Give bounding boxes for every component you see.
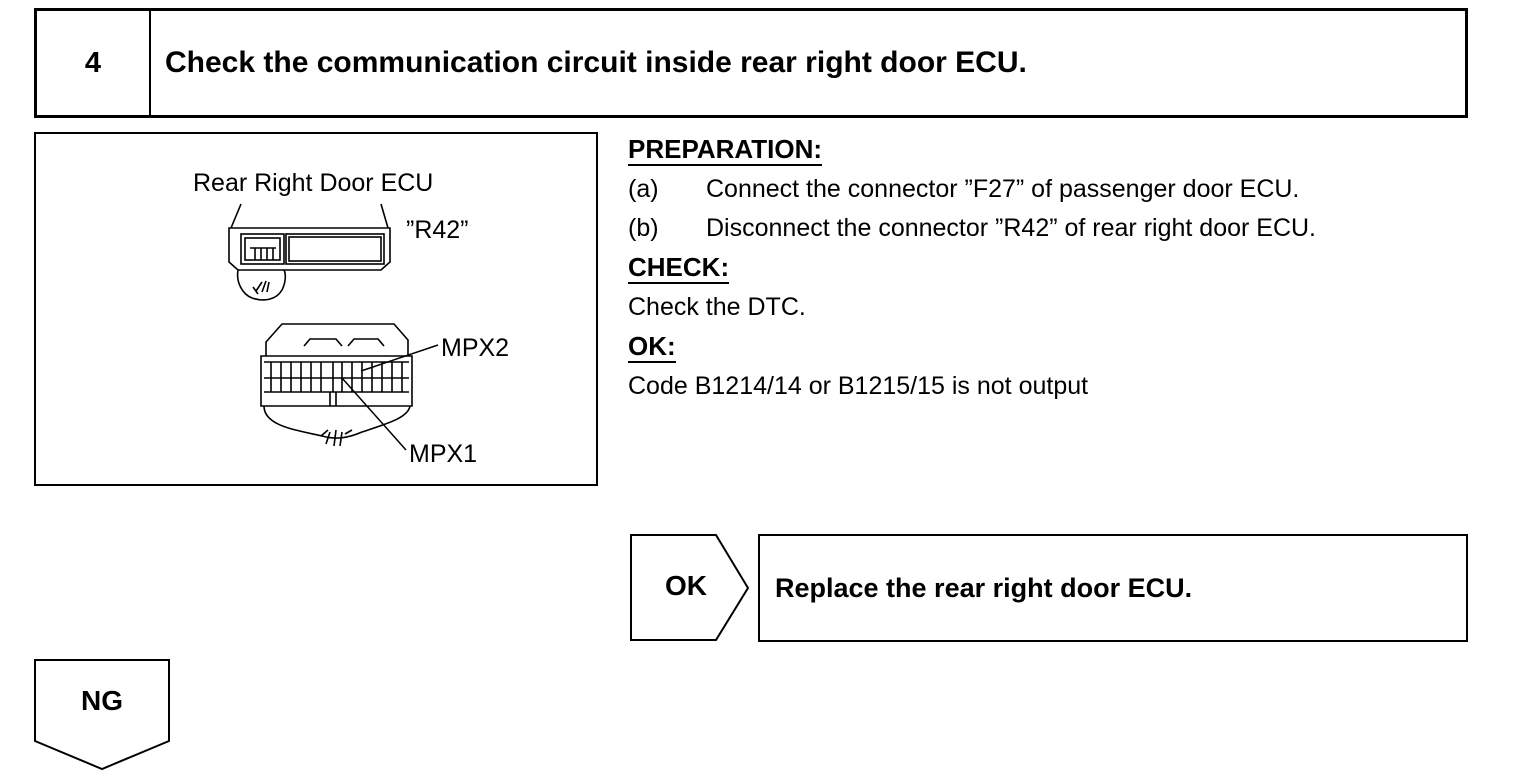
preparation-step-b: (b) Disconnect the connector ”R42” of re… — [628, 209, 1488, 248]
connector-r42-icon — [260, 323, 413, 447]
ok-label: OK — [665, 570, 707, 601]
step-header: 4 Check the communication circuit inside… — [34, 8, 1468, 118]
ecu-connector-drawing: Rear Right Door ECU ”R42” MPX2 MPX1 — [193, 169, 509, 468]
step-marker: (b) — [628, 214, 659, 242]
ng-label: NG — [81, 685, 123, 716]
connector-code-label: ”R42” — [406, 216, 469, 244]
check-heading: CHECK: — [628, 252, 730, 284]
preparation-step-a: (a) Connect the connector ”F27” of passe… — [628, 170, 1488, 209]
preparation-heading: PREPARATION: — [628, 134, 823, 166]
step-title: Check the communication circuit inside r… — [165, 46, 1027, 79]
leader-lines — [341, 344, 439, 451]
ok-heading: OK: — [628, 331, 676, 363]
step-text: Connect the connector ”F27” of passenger… — [706, 175, 1300, 203]
mpx2-label: MPX2 — [441, 334, 509, 362]
ok-criteria-text: Code B1214/14 or B1215/15 is not output — [628, 372, 1089, 400]
ecu-body-icon — [228, 203, 391, 301]
ok-result-box: Replace the rear right door ECU. — [758, 534, 1468, 642]
check-text: Check the DTC. — [628, 293, 806, 321]
step-text: Disconnect the connector ”R42” of rear r… — [706, 214, 1316, 242]
mpx1-label: MPX1 — [409, 440, 477, 468]
ok-arrow-icon — [630, 534, 750, 641]
step-marker: (a) — [628, 175, 659, 203]
ecu-label: Rear Right Door ECU — [193, 169, 433, 197]
ng-arrow-icon — [34, 659, 170, 771]
connector-illustration: Rear Right Door ECU ”R42” MPX2 MPX1 — [34, 132, 598, 486]
instructions-panel: PREPARATION: (a) Connect the connector ”… — [628, 130, 1488, 406]
ok-result-action: Replace the rear right door ECU. — [775, 572, 1193, 603]
step-number: 4 — [37, 11, 151, 115]
